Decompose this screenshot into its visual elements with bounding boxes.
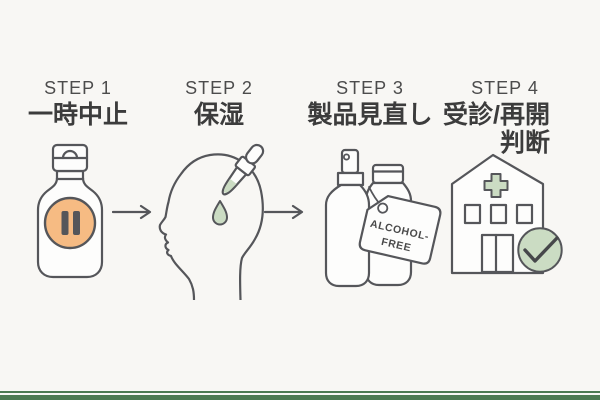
pause-bottle-icon xyxy=(36,143,104,279)
check-circle xyxy=(517,227,563,273)
step-3: STEP 3 製品見直し xyxy=(305,78,435,129)
spray-nozzle xyxy=(340,148,360,175)
step-3-label: STEP 3 xyxy=(336,78,404,98)
spray-collar xyxy=(336,171,365,187)
tag-hole xyxy=(377,202,389,214)
spray-body xyxy=(324,183,371,288)
medical-cross-icon xyxy=(483,173,509,198)
hospital-check-icon xyxy=(450,153,563,275)
tag-shape xyxy=(358,194,442,265)
spray-bottle xyxy=(324,148,371,288)
hospital-windows xyxy=(463,203,534,225)
window xyxy=(515,203,534,225)
step-4-title-line2: 判断 xyxy=(499,129,550,157)
pause-icon xyxy=(61,211,80,235)
bottles-alcohol-free-tag-icon: ALCOHOL- FREE xyxy=(324,148,442,288)
step-3-title: 製品見直し xyxy=(307,101,433,129)
spray-nozzle-hole xyxy=(342,153,350,161)
bottle-cap xyxy=(371,163,405,185)
step-2: STEP 2 保湿 xyxy=(154,78,284,129)
dropper-bulb xyxy=(244,143,265,165)
hospital-door xyxy=(480,233,515,274)
step-1-title: 一時中止 xyxy=(27,101,128,129)
footer-accent-bar xyxy=(0,395,600,400)
step-4-label: STEP 4 xyxy=(471,78,539,98)
window xyxy=(489,203,508,225)
step-1: STEP 1 一時中止 xyxy=(13,78,143,129)
step-2-title: 保湿 xyxy=(193,101,244,129)
step-4-title: 受診/再開 判断 xyxy=(440,101,570,157)
pause-badge xyxy=(43,196,97,250)
checkmark-icon xyxy=(523,236,559,263)
arrow-right-icon xyxy=(112,204,152,220)
window xyxy=(463,203,482,225)
step-4: STEP 4 受診/再開 判断 xyxy=(440,78,570,157)
dropper-liquid xyxy=(223,178,237,193)
arrow-right-icon xyxy=(264,204,304,220)
bottle-neck xyxy=(55,169,85,181)
bottle-cap-notch xyxy=(61,149,79,160)
step-1-label: STEP 1 xyxy=(44,78,112,98)
alcohol-free-tag: ALCOHOL- FREE xyxy=(358,194,442,265)
step-4-title-line1: 受診/再開 xyxy=(443,101,550,129)
footer-accent-line xyxy=(0,391,600,393)
step-2-label: STEP 2 xyxy=(185,78,253,98)
head-dropper-icon xyxy=(158,143,265,300)
head-outline xyxy=(158,153,264,300)
droplet-icon xyxy=(212,200,228,226)
dropper xyxy=(221,143,265,196)
